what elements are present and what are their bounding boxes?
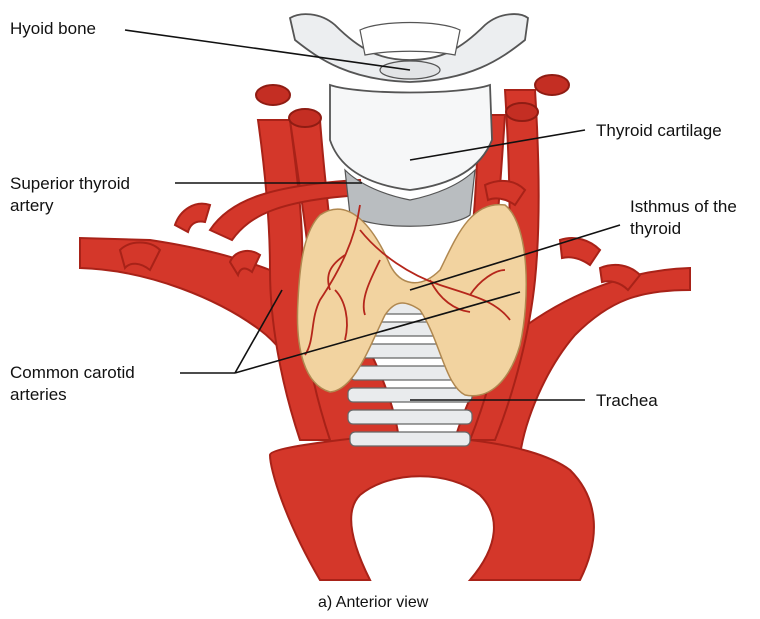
label-trachea: Trachea — [596, 390, 658, 412]
label-isthmus-of-thyroid: Isthmus of the thyroid — [630, 196, 737, 240]
label-hyoid-bone: Hyoid bone — [10, 18, 96, 40]
figure-caption: a) Anterior view — [318, 594, 428, 612]
label-common-carotid-arteries: Common carotid arteries — [10, 362, 135, 406]
label-superior-thyroid-artery: Superior thyroid artery — [10, 173, 130, 217]
label-thyroid-cartilage: Thyroid cartilage — [596, 120, 722, 142]
hyoid-bone — [290, 14, 528, 82]
thyroid-cartilage — [330, 85, 492, 226]
